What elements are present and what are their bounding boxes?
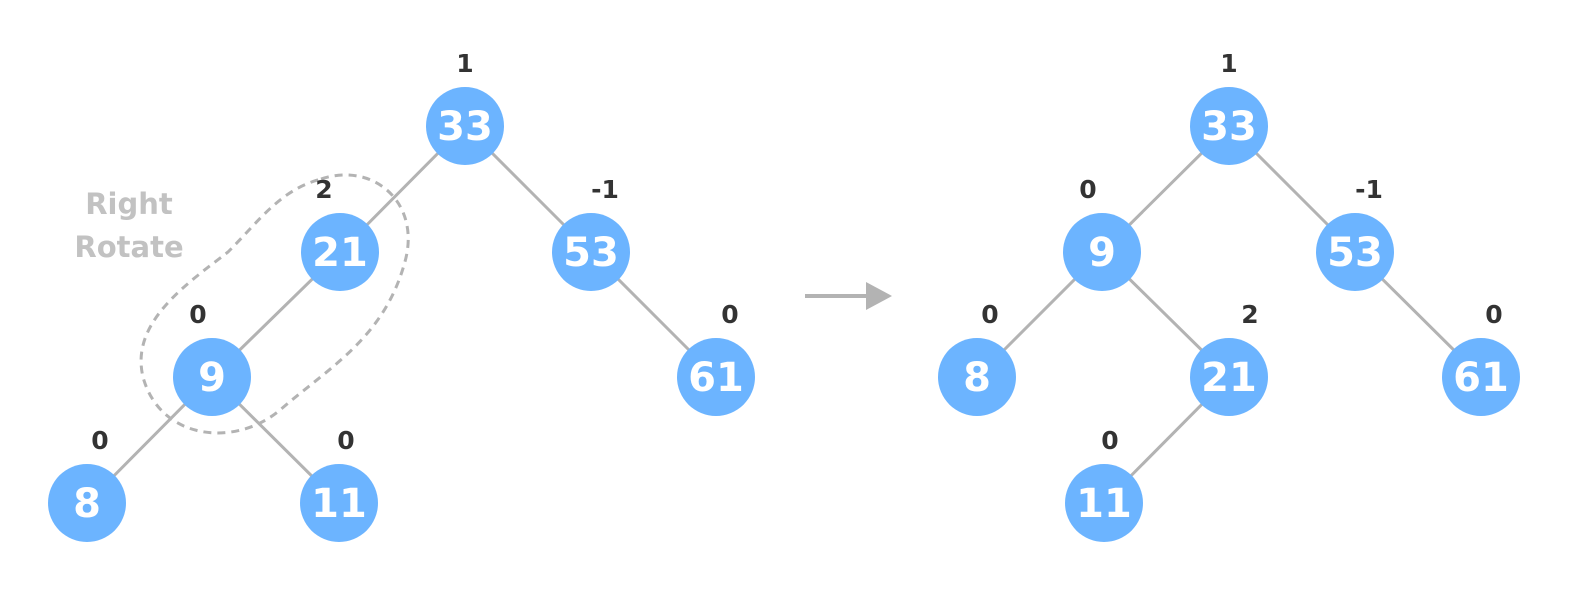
after-node-53: 53 -1 [1316, 175, 1394, 291]
before-balance-factor-8: 0 [91, 426, 108, 455]
before-node-value-11: 11 [311, 481, 367, 527]
after-node-circle-11 [1065, 464, 1143, 542]
transform-arrow [805, 282, 892, 310]
before-node-8: 80 [48, 426, 126, 542]
after-node-circle-33 [1190, 87, 1268, 165]
before-balance-factor-61: 0 [721, 300, 738, 329]
before-node-61: 61 0 [677, 300, 755, 416]
after-node-11: 11 0 [1065, 426, 1143, 542]
before-node-circle-11 [300, 464, 378, 542]
before-balance-factor-21: 2 [315, 175, 332, 204]
before-node-33: 33 1 [426, 49, 504, 165]
after-balance-factor-11: 0 [1101, 426, 1118, 455]
after-node-circle-21 [1190, 338, 1268, 416]
before-node-circle-21 [301, 213, 379, 291]
before-node-circle-33 [426, 87, 504, 165]
rotation-highlight [139, 173, 410, 435]
after-balance-factor-33: 1 [1220, 49, 1237, 78]
after-node-61: 61 0 [1442, 300, 1520, 416]
after-node-33: 33 1 [1190, 49, 1268, 165]
after-node-value-8: 8 [963, 355, 991, 401]
before-node-circle-61 [677, 338, 755, 416]
rotation-caption: Right Rotate [74, 187, 183, 264]
after-balance-factor-53: -1 [1355, 175, 1383, 204]
arrow-head [866, 282, 892, 310]
after-node-8: 80 [938, 300, 1016, 416]
after-node-value-11: 11 [1076, 481, 1132, 527]
after-balance-factor-61: 0 [1485, 300, 1502, 329]
before-node-circle-8 [48, 464, 126, 542]
after-node-circle-61 [1442, 338, 1520, 416]
before-balance-factor-33: 1 [456, 49, 473, 78]
after-node-value-61: 61 [1453, 355, 1509, 401]
before-balance-factor-53: -1 [591, 175, 619, 204]
before-node-value-53: 53 [563, 230, 619, 276]
before-node-value-9: 9 [198, 355, 226, 401]
edges-layer [85, 124, 1483, 505]
after-balance-factor-21: 2 [1241, 300, 1258, 329]
before-node-11: 11 0 [300, 426, 378, 542]
after-node-value-53: 53 [1327, 230, 1383, 276]
after-node-21: 21 2 [1190, 300, 1268, 416]
after-node-circle-8 [938, 338, 1016, 416]
after-node-value-9: 9 [1088, 230, 1116, 276]
before-node-value-61: 61 [688, 355, 744, 401]
before-node-value-8: 8 [73, 481, 101, 527]
caption-line-right: Right [85, 187, 173, 221]
rotation-highlight-outline [139, 173, 410, 435]
after-node-circle-53 [1316, 213, 1394, 291]
before-node-value-21: 21 [312, 230, 368, 276]
after-balance-factor-9: 0 [1079, 175, 1096, 204]
before-node-53: 53 -1 [552, 175, 630, 291]
before-node-value-33: 33 [437, 104, 493, 150]
before-node-9: 90 [173, 300, 251, 416]
before-node-circle-53 [552, 213, 630, 291]
after-node-9: 90 [1063, 175, 1141, 291]
after-node-circle-9 [1063, 213, 1141, 291]
after-node-value-21: 21 [1201, 355, 1257, 401]
before-node-21: 21 2 [301, 175, 379, 291]
after-node-value-33: 33 [1201, 104, 1257, 150]
before-balance-factor-11: 0 [337, 426, 354, 455]
caption-line-rotate: Rotate [74, 230, 183, 264]
before-balance-factor-9: 0 [189, 300, 206, 329]
before-node-circle-9 [173, 338, 251, 416]
after-balance-factor-8: 0 [981, 300, 998, 329]
